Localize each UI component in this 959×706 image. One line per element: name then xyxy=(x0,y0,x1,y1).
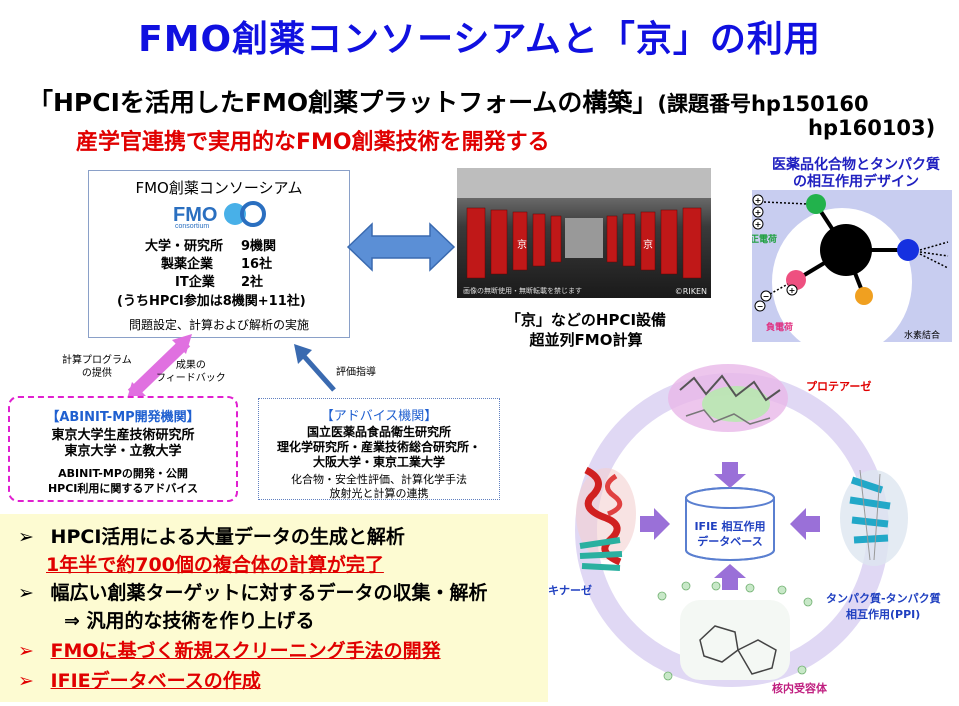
cycle-arrows xyxy=(640,462,820,590)
bullet-4: ➢ IFIEデータベースの作成 xyxy=(18,666,261,693)
feedback-label: 成果の フィードバック xyxy=(156,359,226,385)
bullet-marker-icon: ➢ xyxy=(18,640,34,662)
consortium-footer: 問題設定、計算および解析の実施 xyxy=(128,318,309,332)
abinit-box: 【ABINIT-MP開発機関】 東京大学生産技術研究所 東京大学・立教大学 AB… xyxy=(8,396,238,502)
hpci-label-line1: 「京」などのHPCI設備 xyxy=(505,311,667,329)
advice-heading: 【アドバイス機関】 xyxy=(320,409,438,424)
svg-text:京: 京 xyxy=(517,238,527,251)
summary-panel: ➢ HPCI活用による大量データの生成と解析 1年半で約700個の複合体の計算が… xyxy=(0,514,548,702)
feedback-line2: フィードバック xyxy=(156,373,226,384)
hpci-note: (うちHPCI参加は8機関+11社) xyxy=(117,294,306,309)
provide-program-line1: 計算プログラム xyxy=(62,355,132,366)
advice-line2: 理化学研究所・産業技術総合研究所・ xyxy=(276,440,481,454)
interaction-title-line1: 医薬品化合物とタンパク質 xyxy=(772,157,940,173)
svg-text:−: − xyxy=(763,292,770,301)
bullet-marker-icon: ➢ xyxy=(18,670,34,692)
abinit-roles: ABINIT-MPの開発・公開 HPCI利用に関するアドバイス xyxy=(10,466,236,496)
evaluation-arrow-icon xyxy=(294,344,336,392)
double-arrow-icon xyxy=(346,222,456,272)
ppi-structure xyxy=(840,469,908,566)
row-label-pharma: 製薬企業 xyxy=(161,257,214,272)
svg-text:+: + xyxy=(755,220,762,229)
label-ppi-1: タンパク質-タンパク質 xyxy=(826,591,941,605)
advice-line3: 大阪大学・東京工業大学 xyxy=(312,455,445,469)
label-positive: 正電荷 xyxy=(752,233,777,245)
consortium-box: FMO創薬コンソーシアム FMO consortium 大学・研究所 9機関 製… xyxy=(88,170,350,338)
hpci-label-line2: 超並列FMO計算 xyxy=(529,331,643,349)
interaction-title: 医薬品化合物とタンパク質 の相互作用デザイン xyxy=(756,157,956,191)
label-kinase: キナーゼ xyxy=(548,583,592,597)
db-label-2: データベース xyxy=(697,534,762,548)
advice-line1: 国立医薬品食品衛生研究所 xyxy=(306,425,451,439)
nuclear-receptor-structure xyxy=(657,581,813,681)
abinit-institutions: 東京大学生産技術研究所 東京大学・立教大学 xyxy=(10,428,236,460)
label-nuclear: 核内受容体 xyxy=(772,681,828,695)
database-icon: IFIE 相互作用 データベース xyxy=(685,487,775,561)
abinit-line2: 東京大学・立教大学 xyxy=(64,444,182,459)
advice-line5: 放射光と計算の連携 xyxy=(329,487,429,500)
bullet-marker-icon: ➢ xyxy=(18,582,34,604)
row-value-pharma: 16社 xyxy=(241,257,273,272)
row-label-univ: 大学・研究所 xyxy=(145,239,224,254)
bullet-3: ➢ FMOに基づく新規スクリーニング手法の開発 xyxy=(18,636,441,663)
page-title: FMO創薬コンソーシアムと「京」の利用 xyxy=(138,19,821,60)
advice-line4: 化合物・安全性評価、計算化学手法 xyxy=(291,473,467,486)
project-title: 「HPCIを活用したFMO創薬プラットフォームの構築」(課題番号hp150160 xyxy=(28,83,869,119)
photo-credit: ©RIKEN xyxy=(674,287,707,296)
abinit-line1: 東京大学生産技術研究所 xyxy=(51,428,195,443)
project-number-2: hp160103) xyxy=(808,116,936,140)
label-hbond: 水素結合 xyxy=(904,329,940,341)
hpci-label: 「京」などのHPCI設備 超並列FMO計算 xyxy=(466,310,706,350)
row-label-it: IT企業 xyxy=(175,275,215,290)
bullet-1-sub: 1年半で約700個の複合体の計算が完了 xyxy=(46,554,384,576)
svg-text:京: 京 xyxy=(643,238,653,251)
photo-caption: 画像の無断使用・無断転載を禁じます xyxy=(463,287,582,295)
bullet-3-text: FMOに基づく新規スクリーニング手法の開発 xyxy=(50,640,441,662)
label-protease: プロテアーゼ xyxy=(806,379,871,393)
label-ppi-2: 相互作用(PPI) xyxy=(846,607,920,621)
row-value-it: 2社 xyxy=(241,275,264,290)
consortium-title: FMO創薬コンソーシアム xyxy=(135,179,303,197)
supercomputer-photo: 京 京 画像の無断使用・無断転載を禁じます ©RIKEN xyxy=(457,168,711,298)
project-name: 「HPCIを活用したFMO創薬プラットフォームの構築」 xyxy=(28,88,658,117)
svg-text:−: − xyxy=(757,302,764,311)
feedback-line1: 成果の xyxy=(175,360,206,371)
bullet-2-sub: ⇒ 汎用的な技術を作り上げる xyxy=(64,610,315,632)
project-number: (課題番号hp150160 xyxy=(657,92,869,116)
advice-roles: 化合物・安全性評価、計算化学手法 放射光と計算の連携 xyxy=(259,473,499,501)
bullet-1-text: HPCI活用による大量データの生成と解析 xyxy=(50,526,405,548)
provide-program-line2: の提供 xyxy=(81,368,112,379)
kinase-structure xyxy=(576,466,636,571)
svg-text:+: + xyxy=(755,196,762,205)
logo-circle-1 xyxy=(224,203,246,225)
k-computer-image: 京 京 xyxy=(457,168,711,298)
abinit-line3: ABINIT-MPの開発・公開 xyxy=(58,467,188,480)
advice-institutions: 国立医薬品食品衛生研究所 理化学研究所・産業技術総合研究所・ 大阪大学・東京工業… xyxy=(259,425,499,470)
logo-circle-2 xyxy=(240,201,266,227)
logo-text: FMO xyxy=(173,204,217,226)
tagline: 産学官連携で実用的なFMO創薬技術を開発する xyxy=(76,130,550,155)
row-value-univ: 9機関 xyxy=(241,239,277,254)
bullet-2: ➢ 幅広い創薬ターゲットに対するデータの収集・解析 xyxy=(18,578,488,605)
bullet-marker-icon: ➢ xyxy=(18,526,34,548)
evaluation-label: 評価指導 xyxy=(336,367,376,378)
label-negative: 負電荷 xyxy=(766,321,793,333)
svg-text:+: + xyxy=(755,208,762,217)
bullet-1: ➢ HPCI活用による大量データの生成と解析 xyxy=(18,522,405,549)
abinit-heading: 【ABINIT-MP開発機関】 xyxy=(46,410,200,425)
provide-program-label: 計算プログラム の提供 xyxy=(62,354,132,380)
db-label-1: IFIE 相互作用 xyxy=(694,519,765,533)
logo-sub: consortium xyxy=(175,223,209,229)
interaction-diagram: + + + −− + 正電荷 負電荷 水素結合 xyxy=(752,190,952,342)
consortium-logo: FMO consortium xyxy=(173,201,266,229)
protease-structure xyxy=(668,364,788,432)
svg-text:+: + xyxy=(789,286,796,295)
target-cycle-diagram: IFIE 相互作用 データベース プロテアーゼ キナーゼ タンパク質-タンパク質… xyxy=(548,364,941,695)
advice-box: 【アドバイス機関】 国立医薬品食品衛生研究所 理化学研究所・産業技術総合研究所・… xyxy=(258,398,500,500)
interaction-title-line2: の相互作用デザイン xyxy=(793,174,919,190)
abinit-line4: HPCI利用に関するアドバイス xyxy=(47,482,199,495)
bullet-2-text: 幅広い創薬ターゲットに対するデータの収集・解析 xyxy=(50,582,488,604)
bullet-4-text: IFIEデータベースの作成 xyxy=(50,670,261,692)
